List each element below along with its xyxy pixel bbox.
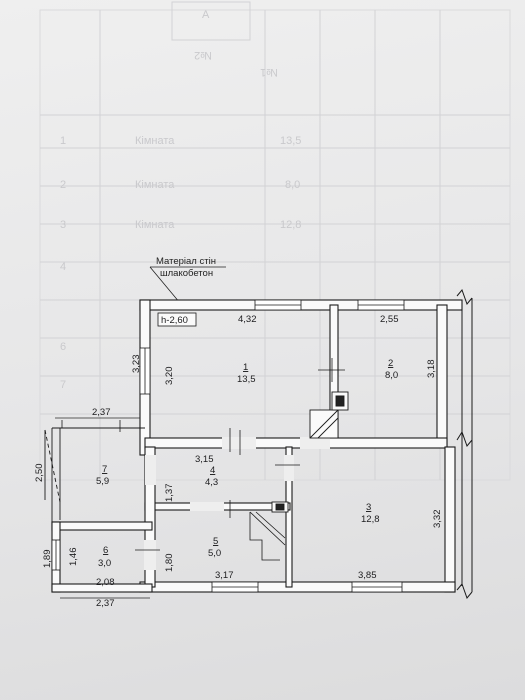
doors (144, 437, 330, 570)
dim-room3-bottom: 3,85 (358, 570, 377, 581)
dim-room4-top: 3,15 (195, 454, 214, 465)
room-7-number: 7 (102, 464, 107, 475)
room-1-number: 1 (243, 362, 248, 373)
dim-room6-left-outer: 1,89 (42, 550, 53, 569)
dim-top-room2: 2,55 (380, 314, 399, 325)
ghost-letter: A (202, 9, 210, 21)
ghost-row-area: 8,0 (285, 179, 300, 191)
room-7-area: 5,9 (96, 476, 109, 487)
dim-porch-left: 2,50 (34, 464, 45, 483)
dim-room6-left-inner: 1,46 (68, 548, 79, 567)
stove-chimney (271, 391, 349, 513)
dim-top-room1: 4,32 (238, 314, 257, 325)
wall-bottom (139, 581, 456, 593)
wall-material-label: Матеріал стін (156, 256, 216, 267)
ghost-mark-1: №1 (260, 66, 278, 78)
wall-room6-top (51, 521, 153, 531)
room-1-area: 13,5 (237, 374, 256, 385)
porch-outline (44, 427, 145, 522)
ghost-row-name: Кімната (135, 219, 175, 231)
dim-left-outer: 3,23 (131, 355, 142, 374)
wall-room6-bottom (51, 583, 153, 593)
dimension-lines (55, 417, 150, 599)
room-5-number: 5 (213, 536, 218, 547)
wall-rooms-4-5-and-3 (285, 446, 293, 588)
wall-material-value: шлакобетон (160, 268, 213, 279)
room-6-area: 3,0 (98, 558, 111, 569)
windows (51, 299, 405, 593)
break-lines (456, 289, 473, 599)
room-4-number: 4 (210, 465, 215, 476)
ghost-mark-2: №2 (194, 49, 212, 61)
ghost-row-name: Кімната (135, 135, 175, 147)
ghost-row-index: 3 (60, 219, 66, 231)
dim-room3-right: 3,32 (432, 510, 443, 529)
room-5-area: 5,0 (208, 548, 221, 559)
room-3-number: 3 (366, 502, 371, 513)
ghost-row-area: 12,8 (280, 219, 301, 231)
dim-room4-left: 1,37 (164, 484, 175, 503)
wall-right-room2 (436, 304, 448, 448)
ghost-row-name: Кімната (135, 179, 175, 191)
walls (51, 299, 463, 593)
ghost-row-index: 1 (60, 135, 66, 147)
ghost-row-index: 4 (60, 261, 66, 273)
ghost-row-area: 13,5 (280, 135, 301, 147)
ghost-row-index: 6 (60, 341, 66, 353)
dim-room6-bottom-outer: 2,37 (96, 598, 115, 609)
background-table (39, 1, 511, 481)
tick-marks (61, 358, 345, 551)
dim-room6-bottom-inner: 2,08 (96, 577, 115, 588)
wall-below-rooms-1-2 (144, 437, 448, 449)
ghost-row-index: 7 (60, 379, 66, 391)
dim-right-room2: 3,18 (426, 360, 437, 379)
room-2-number: 2 (388, 358, 393, 369)
ghost-row-index: 2 (60, 179, 66, 191)
room-6-number: 6 (103, 545, 108, 556)
room-4-area: 4,3 (205, 477, 218, 488)
ceiling-height-label: h-2,60 (161, 315, 188, 326)
dim-left-inner: 3,20 (164, 367, 175, 386)
dim-room5-left: 1,80 (164, 554, 175, 573)
wall-material-callout (149, 266, 226, 304)
stair-marks (249, 511, 286, 561)
dim-room5-bottom: 3,17 (215, 570, 234, 581)
wall-right-room3 (444, 446, 456, 593)
dim-porch-top: 2,37 (92, 407, 111, 418)
ceiling-height-box (157, 312, 197, 327)
room-2-area: 8,0 (385, 370, 398, 381)
room-3-area: 12,8 (361, 514, 380, 525)
